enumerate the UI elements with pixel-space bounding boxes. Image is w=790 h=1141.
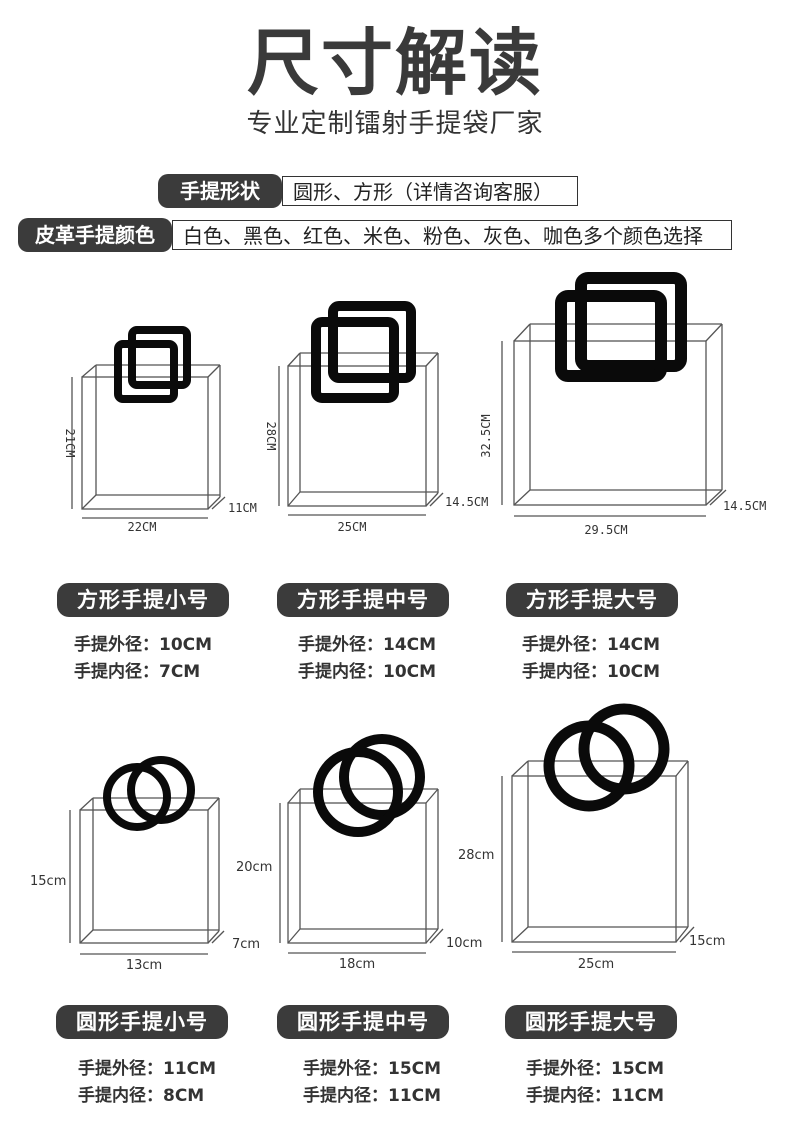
bag-name-round-medium: 圆形手提中号: [277, 1005, 449, 1039]
bag-name-round-large: 圆形手提大号: [505, 1005, 677, 1039]
spec-outer-square-large: 手提外径：14CM: [522, 635, 661, 655]
spec-inner-round-small: 手提内径：8CM: [78, 1086, 205, 1106]
round-handle-large: [543, 703, 670, 812]
handle-shape-row: 手提形状 圆形、方形（详情咨询客服）: [158, 174, 578, 208]
leather-color-label: 皮革手提颜色: [18, 218, 172, 252]
bag-diagram-round-small: [69, 797, 225, 955]
leather-color-row: 皮革手提颜色 白色、黑色、红色、米色、粉色、灰色、咖色多个颜色选择: [18, 218, 732, 252]
square-handle-medium: [311, 301, 416, 403]
square-handle-small: [114, 326, 191, 403]
dim-height-round-large: 28cm: [458, 848, 494, 863]
dim-depth-round-small: 7cm: [232, 937, 260, 952]
spec-inner-round-medium: 手提内径：11CM: [303, 1086, 442, 1106]
bag-diagram-square-large: [501, 323, 727, 517]
handle-shape-value: 圆形、方形（详情咨询客服）: [282, 176, 578, 206]
bag-name-square-medium: 方形手提中号: [277, 583, 449, 617]
dim-width-square-medium: 25CM: [338, 520, 367, 534]
round-handle-small: [103, 756, 195, 831]
bag-diagram-round-large: [501, 760, 695, 953]
spec-outer-round-medium: 手提外径：15CM: [303, 1059, 442, 1079]
dim-depth-round-large: 15cm: [689, 934, 725, 949]
dim-width-round-small: 13cm: [126, 958, 162, 973]
dim-height-round-medium: 20cm: [236, 860, 272, 875]
dim-height-square-large: 32.5CM: [479, 414, 493, 457]
dim-height-round-small: 15cm: [30, 874, 66, 889]
spec-inner-square-medium: 手提内径：10CM: [298, 662, 437, 682]
dim-depth-square-medium: 14.5CM: [445, 495, 488, 509]
spec-inner-round-large: 手提内径：11CM: [526, 1086, 665, 1106]
page-title: 尺寸解读: [246, 21, 543, 105]
spec-outer-square-small: 手提外径：10CM: [74, 635, 213, 655]
bag-name-round-small: 圆形手提小号: [56, 1005, 228, 1039]
dim-width-square-small: 22CM: [128, 520, 157, 534]
square-handle-large: [555, 272, 687, 382]
handle-shape-label: 手提形状: [158, 174, 282, 208]
dim-height-square-medium: 28CM: [264, 422, 278, 451]
spec-inner-square-large: 手提内径：10CM: [522, 662, 661, 682]
dim-depth-square-large: 14.5CM: [723, 499, 766, 513]
dim-width-round-medium: 18cm: [339, 957, 375, 972]
bag-name-square-small: 方形手提小号: [57, 583, 229, 617]
dim-width-square-large: 29.5CM: [584, 523, 627, 537]
round-handle-medium: [313, 734, 425, 837]
spec-outer-square-medium: 手提外径：14CM: [298, 635, 437, 655]
dim-width-round-large: 25cm: [578, 957, 614, 972]
spec-inner-square-small: 手提内径：7CM: [74, 662, 201, 682]
dim-depth-square-small: 11CM: [228, 501, 257, 515]
leather-color-value: 白色、黑色、红色、米色、粉色、灰色、咖色多个颜色选择: [172, 220, 732, 250]
spec-outer-round-large: 手提外径：15CM: [526, 1059, 665, 1079]
page-subtitle: 专业定制镭射手提袋厂家: [246, 109, 544, 139]
spec-outer-round-small: 手提外径：11CM: [78, 1059, 217, 1079]
dim-height-square-small: 21CM: [63, 429, 77, 458]
bag-name-square-large: 方形手提大号: [506, 583, 678, 617]
dim-depth-round-medium: 10cm: [446, 936, 482, 951]
